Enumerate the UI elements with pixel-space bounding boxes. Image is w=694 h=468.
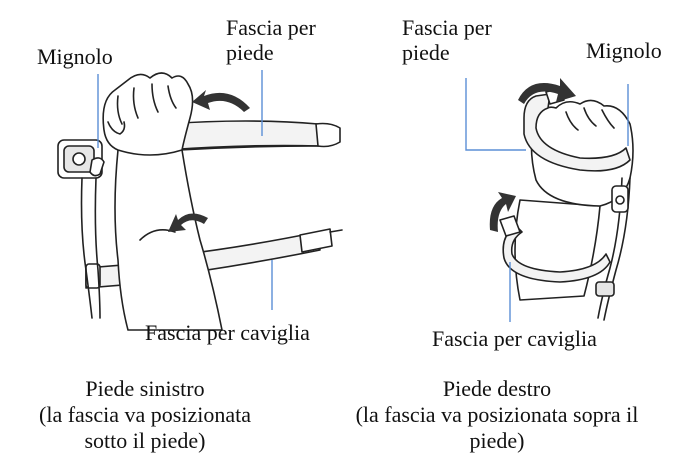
left-foot-strap-arrow — [192, 90, 250, 112]
left-caption-line1: Piede sinistro — [0, 376, 290, 402]
left-little-toe-label: Mignolo — [37, 44, 113, 69]
left-foot — [103, 73, 192, 155]
right-leg — [515, 200, 600, 300]
left-foot-illustration — [58, 73, 342, 330]
left-foot-strap-label-line2: piede — [226, 40, 316, 65]
right-foot-illustration — [500, 88, 633, 320]
left-caption-line3: sotto il piede) — [0, 428, 290, 454]
left-leg — [115, 150, 222, 330]
right-ankle-strap-label: Fascia per caviglia — [432, 326, 597, 351]
left-ankle-strap-label: Fascia per caviglia — [145, 320, 310, 345]
right-caption-line1: Piede destro — [300, 376, 694, 402]
right-foot-strap-label-line1: Fascia per — [402, 15, 492, 40]
right-foot-strap-label: Fascia per piede — [402, 15, 492, 65]
right-foot-strap-leader — [466, 78, 526, 150]
left-foot-strap-label: Fascia per piede — [226, 15, 316, 65]
left-foot-strap-label-line1: Fascia per — [226, 15, 316, 40]
right-caption-line3: piede) — [300, 428, 694, 454]
right-foot-strap-label-line2: piede — [402, 40, 492, 65]
left-sensor-clip — [58, 140, 104, 178]
right-caption: Piede destro (la fascia va posizionata s… — [300, 376, 694, 454]
right-little-toe-label: Mignolo — [586, 38, 662, 63]
right-caption-line2: (la fascia va posizionata sopra il — [300, 402, 694, 428]
left-caption: Piede sinistro (la fascia va posizionata… — [0, 376, 290, 454]
left-caption-line2: (la fascia va posizionata — [0, 402, 290, 428]
left-foot-strap — [165, 121, 340, 150]
